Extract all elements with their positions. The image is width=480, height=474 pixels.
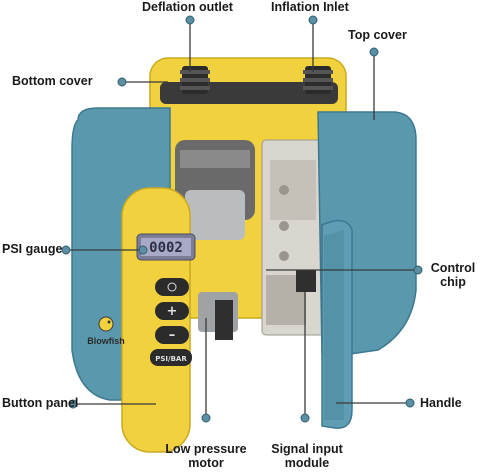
leader-lines [66,20,418,418]
label-control-chip-line2: chip [440,274,466,289]
label-psi-gauge: PSI gauge [2,242,63,256]
label-signal-input-module-line1: Signal input [271,442,343,456]
label-button-panel: Button panel [2,396,79,410]
label-signal-input-module: Signal input module [262,442,352,471]
label-top-cover: Top cover [348,28,407,42]
button-plus[interactable]: + [155,302,189,320]
label-control-chip: Control chip [428,261,478,290]
inflation-fitting [303,66,333,94]
label-signal-input-module-line2: module [284,455,330,470]
label-bottom-cover: Bottom cover [12,74,93,88]
blowfish-wordmark: Blowfish [87,336,125,346]
button-mode-text: PSI/BAR [155,355,187,363]
button-mode[interactable]: PSI/BAR [150,349,192,366]
button-minus[interactable]: – [155,326,189,344]
psi-display-readout: 0002 [149,240,183,256]
label-handle: Handle [420,396,462,410]
blowfish-logo: Blowfish [87,316,125,346]
label-low-pressure-motor: Low pressure motor [160,442,252,471]
label-low-pressure-motor-line1: Low pressure [165,442,247,456]
button-power[interactable] [155,278,189,296]
svg-text:+: + [167,304,178,319]
label-deflation-outlet: Deflation outlet [142,0,233,14]
deflation-fitting [180,66,210,94]
leader-dots [61,15,423,423]
label-inflation-inlet: Inflation Inlet [271,0,349,14]
label-low-pressure-motor-line2: motor [188,455,224,470]
label-control-chip-line1: Control [430,261,476,275]
svg-text:–: – [169,328,176,343]
